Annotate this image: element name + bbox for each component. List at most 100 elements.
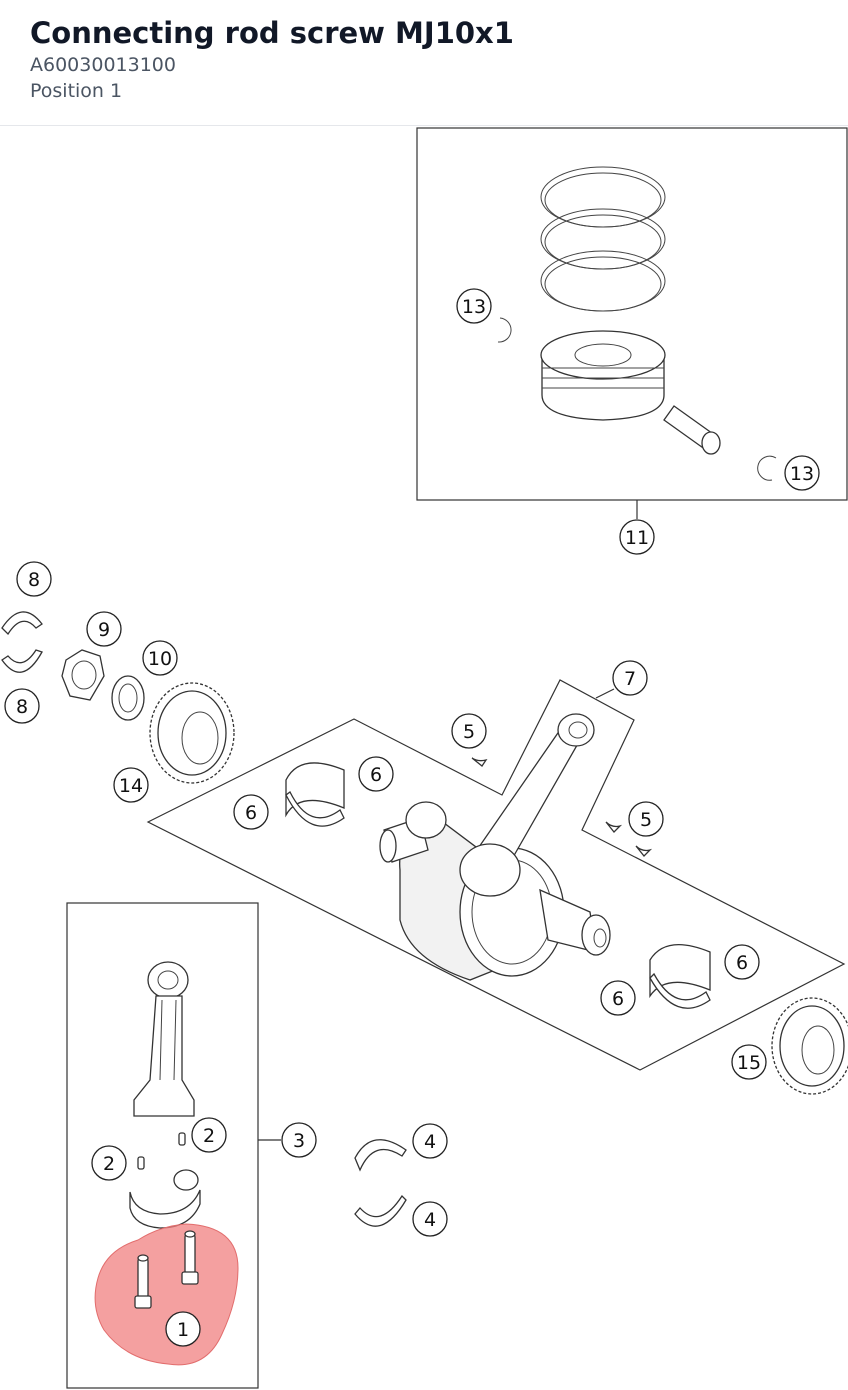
crankshaft (379, 713, 611, 981)
piston-pin (663, 405, 721, 455)
washer-hole (118, 683, 138, 713)
callout-6[interactable]: 6 (600, 980, 636, 1016)
callout-6[interactable]: 6 (358, 756, 394, 792)
rod-cap (129, 1189, 201, 1229)
callout-label: 8 (28, 569, 40, 591)
callout-8[interactable]: 8 (4, 688, 40, 724)
callout-circle[interactable] (91, 1145, 127, 1181)
washer-icon (111, 675, 145, 721)
piston (540, 330, 666, 421)
callout-circle[interactable] (619, 519, 655, 555)
callout-label: 5 (640, 809, 652, 831)
callout-7[interactable]: 7 (612, 660, 648, 696)
callout-circle[interactable] (731, 1044, 767, 1080)
callout-circle[interactable] (612, 660, 648, 696)
gear-15 (771, 997, 848, 1095)
callout-label: 10 (148, 648, 172, 670)
key-icon (635, 845, 653, 857)
crankshaft-frame (146, 679, 846, 1071)
callout-circle[interactable] (233, 794, 269, 830)
callout-10[interactable]: 10 (142, 640, 178, 676)
callout-11[interactable]: 11 (619, 519, 655, 555)
callout-circle[interactable] (451, 713, 487, 749)
callout-label: 14 (119, 775, 143, 797)
bearing-shell-icon (1, 611, 43, 636)
callout-layer: 13 13 11 8 9 10 8 7 5 6 14 6 5 6 6 15 2 3 4 2 4 1 (4, 288, 820, 1347)
callout-circle[interactable] (412, 1123, 448, 1159)
callout-circle[interactable] (784, 455, 820, 491)
callout-15[interactable]: 15 (731, 1044, 767, 1080)
callout-5[interactable]: 5 (451, 713, 487, 749)
callout-label: 9 (98, 619, 110, 641)
callout-13[interactable]: 13 (456, 288, 492, 324)
callout-label: 4 (424, 1131, 436, 1153)
callout-label: 6 (736, 952, 748, 974)
callout-circle[interactable] (165, 1311, 201, 1347)
dowel-pin-icon (137, 1156, 145, 1170)
callout-circle[interactable] (358, 756, 394, 792)
nut-icon (61, 649, 105, 701)
rod-cap-ear (173, 1169, 199, 1191)
callout-5[interactable]: 5 (628, 801, 664, 837)
callout-2[interactable]: 2 (191, 1117, 227, 1153)
callout-label: 8 (16, 696, 28, 718)
callout-label: 5 (463, 721, 475, 743)
callout-circle[interactable] (191, 1117, 227, 1153)
dowel-pin-icon (178, 1132, 186, 1146)
callout-circle[interactable] (412, 1201, 448, 1237)
callout-label: 11 (625, 527, 649, 549)
callout-3[interactable]: 3 (281, 1122, 317, 1158)
callout-4[interactable]: 4 (412, 1123, 448, 1159)
leader-line-7 (595, 688, 615, 699)
callout-circle[interactable] (600, 980, 636, 1016)
part-number: A60030013100 (30, 54, 176, 76)
main-bearing (285, 762, 345, 827)
key-icon (471, 757, 488, 767)
callout-13[interactable]: 13 (784, 455, 820, 491)
callout-circle[interactable] (628, 801, 664, 837)
selected-part-highlight[interactable] (94, 1223, 239, 1366)
callout-label: 13 (790, 463, 814, 485)
callout-label: 1 (177, 1319, 189, 1341)
connecting-rod-screw[interactable] (134, 1254, 152, 1309)
callout-2[interactable]: 2 (91, 1145, 127, 1181)
callout-circle[interactable] (113, 767, 149, 803)
piston-rings (540, 166, 666, 312)
callout-circle[interactable] (4, 688, 40, 724)
callout-4[interactable]: 4 (412, 1201, 448, 1237)
callout-9[interactable]: 9 (86, 611, 122, 647)
callout-label: 6 (612, 988, 624, 1010)
callout-circle[interactable] (724, 944, 760, 980)
callout-8[interactable]: 8 (16, 561, 52, 597)
main-bearing (649, 944, 711, 1009)
connecting-rod-screw[interactable] (181, 1230, 199, 1285)
callout-label: 2 (203, 1125, 215, 1147)
callout-14[interactable]: 14 (113, 767, 149, 803)
connecting-rod (133, 961, 195, 1117)
callout-label: 3 (293, 1130, 305, 1152)
bearing-shell-icon (354, 1194, 407, 1227)
callout-label: 6 (370, 764, 382, 786)
callout-6[interactable]: 6 (233, 794, 269, 830)
callout-label: 13 (462, 296, 486, 318)
callout-1[interactable]: 1 (165, 1311, 201, 1347)
page-header: Connecting rod screw MJ10x1 A60030013100… (0, 0, 848, 126)
position-label: Position 1 (30, 80, 123, 102)
callout-circle[interactable] (16, 561, 52, 597)
nut-hole (71, 660, 97, 690)
callout-circle[interactable] (456, 288, 492, 324)
callout-circle[interactable] (281, 1122, 317, 1158)
callout-label: 4 (424, 1209, 436, 1231)
callout-6[interactable]: 6 (724, 944, 760, 980)
callout-circle[interactable] (86, 611, 122, 647)
callout-label: 15 (737, 1052, 761, 1074)
circlip-icon (757, 455, 777, 481)
page-title: Connecting rod screw MJ10x1 (30, 16, 514, 50)
key-icon (605, 821, 623, 833)
conrod-kit-frame (66, 902, 259, 1389)
bearing-shell-icon (1, 649, 43, 673)
callout-label: 7 (624, 668, 636, 690)
exploded-parts-diagram: 13 13 11 8 9 10 8 7 5 6 14 6 5 6 6 15 2 3 4 2 4 1 (1, 127, 848, 1389)
callout-circle[interactable] (142, 640, 178, 676)
gear-14 (149, 682, 235, 784)
